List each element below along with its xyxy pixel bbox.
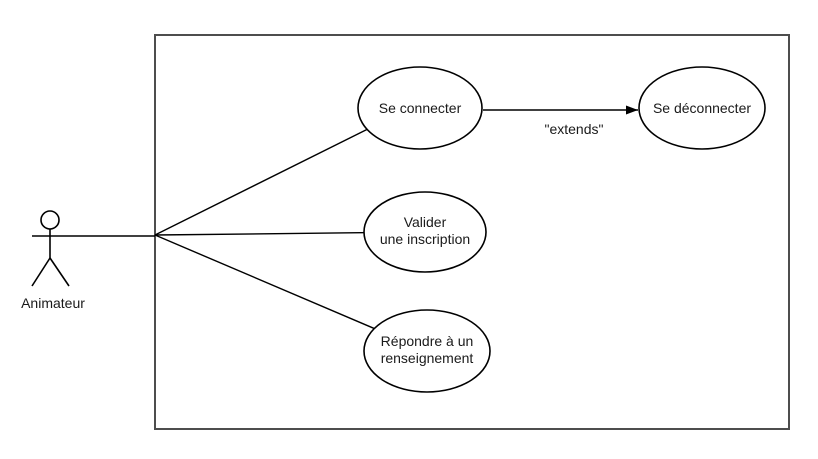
- use-case-se-deconnecter: Se déconnecter: [638, 66, 766, 150]
- use-case-repondre-renseignement: Répondre à un renseignement: [363, 309, 491, 393]
- use-case-label-line2: une inscription: [380, 231, 470, 247]
- use-case-se-connecter: Se connecter: [357, 66, 483, 150]
- use-case-label-line1: Répondre à un: [381, 333, 474, 349]
- actor-animateur: Animateur: [21, 210, 85, 311]
- actor-head: [40, 210, 60, 230]
- actor-left-leg: [31, 257, 51, 287]
- use-case-label-line2: renseignement: [381, 350, 474, 366]
- association-actor-se-connecter: [154, 112, 401, 236]
- use-case-label: Se déconnecter: [653, 100, 751, 116]
- use-case-valider-inscription: Valider une inscription: [363, 191, 487, 273]
- actor-label: Animateur: [21, 295, 85, 311]
- actor-right-leg: [49, 257, 70, 287]
- use-case-ellipse: [363, 191, 487, 273]
- use-case-ellipse: [638, 66, 766, 150]
- use-case-ellipse: [357, 66, 483, 150]
- use-case-ellipse: [363, 309, 491, 393]
- use-case-label: Se connecter: [379, 100, 462, 116]
- use-case-label-line1: Valider: [404, 214, 447, 230]
- relation-extends: "extends": [483, 105, 638, 137]
- extends-label: "extends": [545, 121, 604, 137]
